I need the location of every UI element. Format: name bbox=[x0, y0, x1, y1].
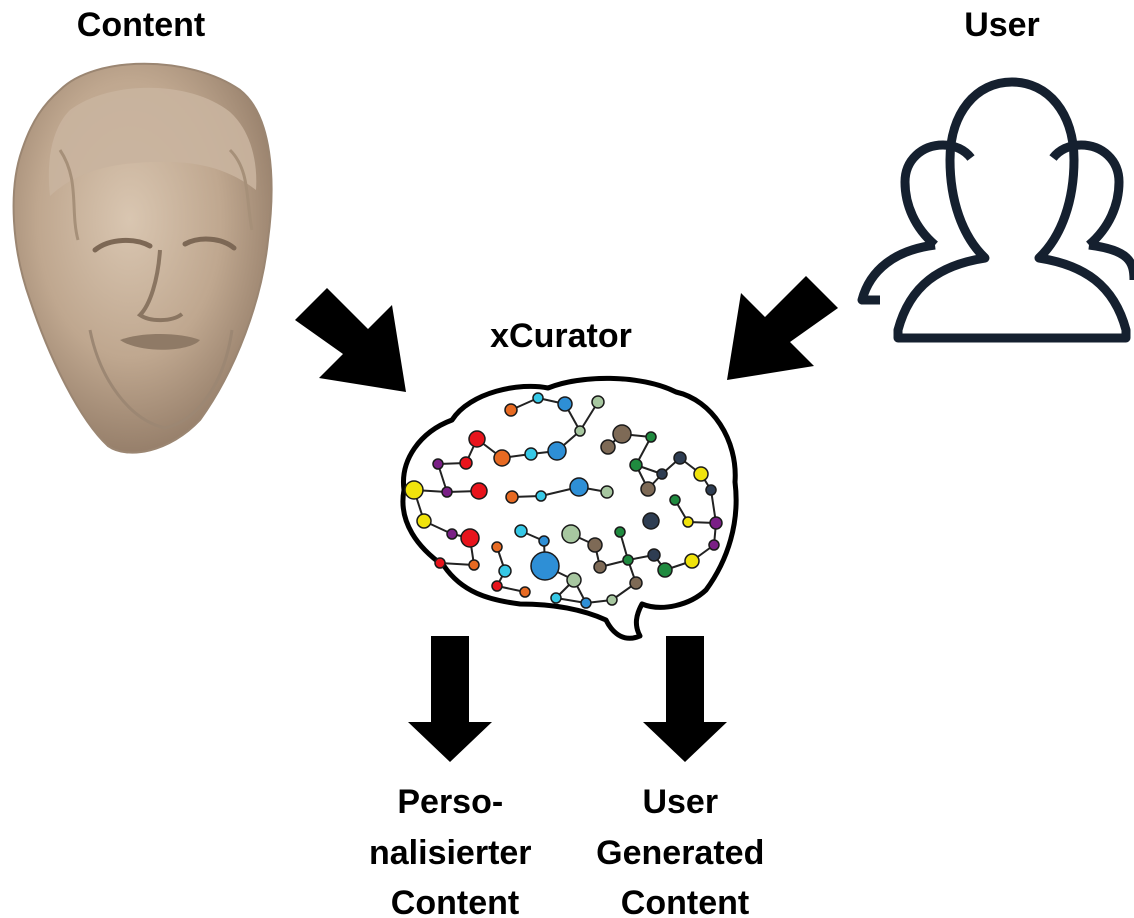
network-node bbox=[600, 439, 616, 455]
network-node bbox=[547, 441, 567, 461]
personalized-line-1: Perso- bbox=[397, 783, 503, 821]
network-node bbox=[441, 486, 453, 498]
user-label: User bbox=[964, 6, 1040, 44]
user-to-xcurator-arrow bbox=[727, 276, 838, 380]
user-group-icon bbox=[857, 77, 1134, 343]
network-node bbox=[538, 535, 550, 547]
network-node bbox=[432, 458, 444, 470]
network-node bbox=[614, 526, 626, 538]
personalized-content-label: Perso- nalisierter Content bbox=[369, 783, 541, 918]
network-node bbox=[569, 477, 589, 497]
personalized-line-3: Content bbox=[391, 884, 519, 918]
network-node bbox=[640, 481, 656, 497]
network-node bbox=[693, 466, 709, 482]
network-node bbox=[468, 559, 480, 571]
xcurator-to-user-generated-arrow bbox=[643, 636, 727, 762]
network-node bbox=[493, 449, 511, 467]
network-node bbox=[491, 541, 503, 553]
network-node bbox=[470, 482, 488, 500]
personalized-line-2: nalisierter bbox=[369, 834, 532, 872]
network-node bbox=[645, 431, 657, 443]
network-node bbox=[673, 451, 687, 465]
network-node bbox=[459, 456, 473, 470]
network-node bbox=[647, 548, 661, 562]
network-node bbox=[622, 554, 634, 566]
user-generated-line-2: Generated bbox=[596, 834, 764, 872]
content-to-xcurator-arrow bbox=[295, 288, 406, 392]
network-node bbox=[612, 424, 632, 444]
network-node bbox=[705, 484, 717, 496]
network-node bbox=[566, 572, 582, 588]
network-node bbox=[591, 395, 605, 409]
user-generated-content-label: User Generated Content bbox=[596, 783, 774, 918]
network-node bbox=[468, 430, 486, 448]
network-node bbox=[532, 392, 544, 404]
marble-head-icon bbox=[12, 62, 273, 454]
network-node bbox=[587, 537, 603, 553]
network-node bbox=[498, 564, 512, 578]
network-node bbox=[684, 553, 700, 569]
network-node bbox=[557, 396, 573, 412]
network-node bbox=[460, 528, 480, 548]
network-node bbox=[593, 560, 607, 574]
network-node bbox=[514, 524, 528, 538]
network-node bbox=[550, 592, 562, 604]
network-node bbox=[505, 490, 519, 504]
network-node bbox=[519, 586, 531, 598]
network-node bbox=[642, 512, 660, 530]
user-generated-line-3: Content bbox=[621, 884, 749, 918]
network-node bbox=[669, 494, 681, 506]
network-node bbox=[656, 468, 668, 480]
network-node bbox=[600, 485, 614, 499]
xcurator-label: xCurator bbox=[490, 317, 632, 355]
network-node bbox=[404, 480, 424, 500]
network-node bbox=[580, 597, 592, 609]
user-generated-line-1: User bbox=[642, 783, 718, 821]
network-node bbox=[629, 458, 643, 472]
network-node bbox=[629, 576, 643, 590]
network-node bbox=[491, 580, 503, 592]
network-node bbox=[709, 516, 723, 530]
network-node bbox=[606, 594, 618, 606]
network-node bbox=[535, 490, 547, 502]
network-node bbox=[561, 524, 581, 544]
neural-network-brain-icon bbox=[404, 392, 723, 609]
network-node bbox=[708, 539, 720, 551]
network-node bbox=[446, 528, 458, 540]
network-node bbox=[504, 403, 518, 417]
network-node bbox=[657, 562, 673, 578]
network-node bbox=[434, 557, 446, 569]
network-node bbox=[574, 425, 586, 437]
xcurator-to-personalized-arrow bbox=[408, 636, 492, 762]
network-node bbox=[416, 513, 432, 529]
network-node bbox=[530, 551, 560, 581]
network-node bbox=[682, 516, 694, 528]
content-label: Content bbox=[77, 6, 205, 44]
network-node bbox=[524, 447, 538, 461]
